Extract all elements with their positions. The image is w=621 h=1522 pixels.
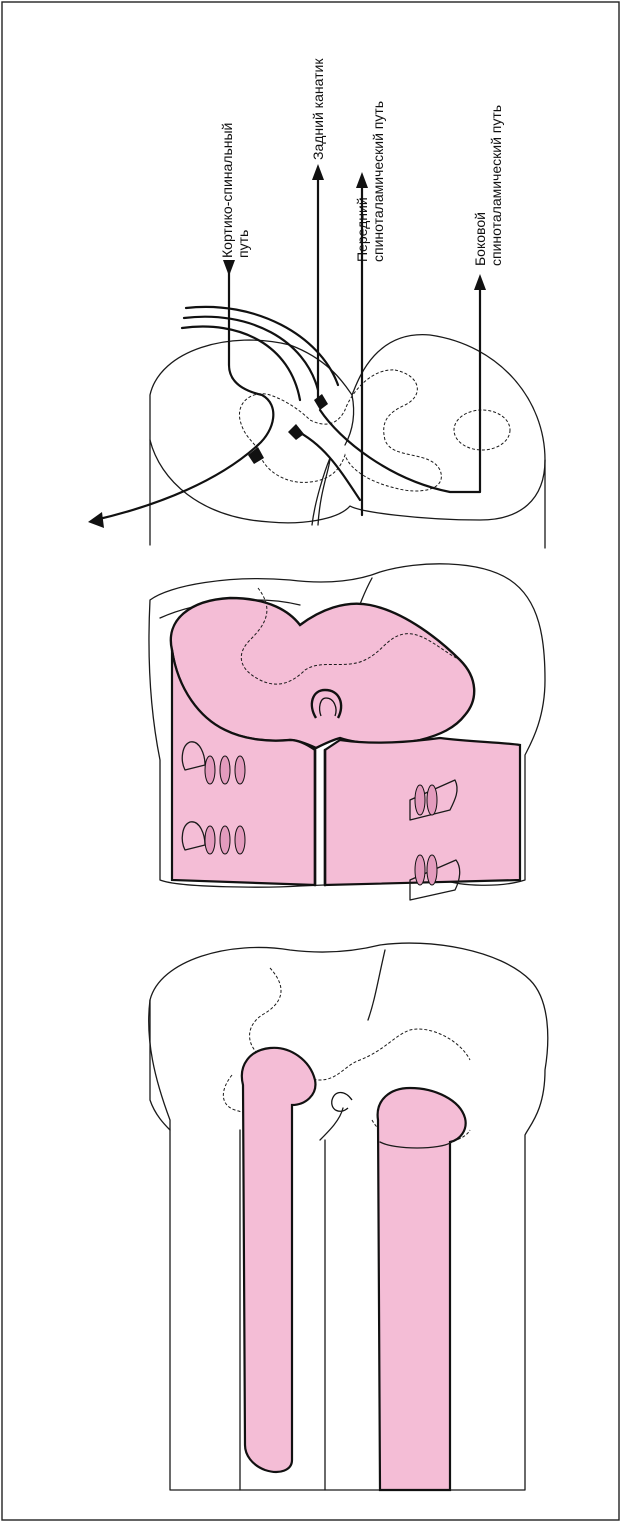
corticospinal-path bbox=[95, 265, 273, 520]
bottom-central-canal bbox=[332, 1093, 352, 1112]
label-lateral-line2: спиноталамический путь bbox=[488, 105, 504, 266]
synapse-3 bbox=[314, 394, 328, 410]
rootlet-9 bbox=[415, 855, 425, 885]
label-corticospinal-line1: Кортико-спинальный bbox=[219, 123, 235, 258]
rootlet-8 bbox=[427, 785, 437, 815]
pathway-labels: Кортико-спинальный путь Задний канатик П… bbox=[219, 58, 504, 266]
lateral-arrowhead bbox=[474, 274, 486, 290]
label-posterior: Задний канатик bbox=[310, 58, 326, 160]
rootlet-10 bbox=[427, 855, 437, 885]
fiber-arc-3 bbox=[186, 307, 338, 385]
label-corticospinal-line2: путь bbox=[235, 230, 251, 258]
cross-section-outline bbox=[150, 335, 545, 523]
synapse-1 bbox=[248, 447, 264, 464]
label-lateral-line1: Боковой bbox=[472, 212, 488, 266]
bottom-tract-posterior bbox=[242, 1048, 316, 1472]
corticospinal-arrowhead-exit bbox=[88, 512, 104, 528]
bottom-block-outline bbox=[149, 943, 548, 1490]
posterior-arrowhead bbox=[312, 164, 324, 180]
rootlet-4 bbox=[205, 826, 215, 854]
cord-segment-3d-tracts bbox=[149, 943, 548, 1490]
lateral-spinothalamic-path bbox=[320, 280, 480, 492]
corticospinal-arrowhead-down bbox=[223, 260, 235, 276]
anterior-fissure bbox=[312, 458, 330, 525]
cord-segment-3d-grey bbox=[149, 564, 545, 900]
rootlet-3 bbox=[235, 756, 245, 784]
anterior-arrowhead bbox=[356, 172, 368, 188]
rootlet-2 bbox=[220, 756, 230, 784]
lateral-tract-ring bbox=[454, 410, 510, 450]
fiber-arc-2 bbox=[184, 317, 318, 390]
label-corticospinal: Кортико-спинальный путь bbox=[219, 119, 251, 258]
label-anterior-line2: спиноталамический путь bbox=[370, 101, 386, 262]
rootlet-5 bbox=[220, 826, 230, 854]
bottom-posterior-groove bbox=[368, 950, 385, 1020]
fiber-arc-1 bbox=[182, 327, 300, 400]
rootlet-7 bbox=[415, 785, 425, 815]
label-posterior-line1: Задний канатик bbox=[310, 58, 326, 160]
rootlet-6 bbox=[235, 826, 245, 854]
posterior-groove bbox=[345, 395, 354, 445]
synapse-2 bbox=[288, 424, 304, 440]
label-anterior-line1: Передний bbox=[354, 197, 370, 262]
rootlet-1 bbox=[205, 756, 215, 784]
label-lateral: Боковой спиноталамический путь bbox=[472, 105, 504, 266]
bottom-anterior-fissure bbox=[320, 1108, 343, 1140]
